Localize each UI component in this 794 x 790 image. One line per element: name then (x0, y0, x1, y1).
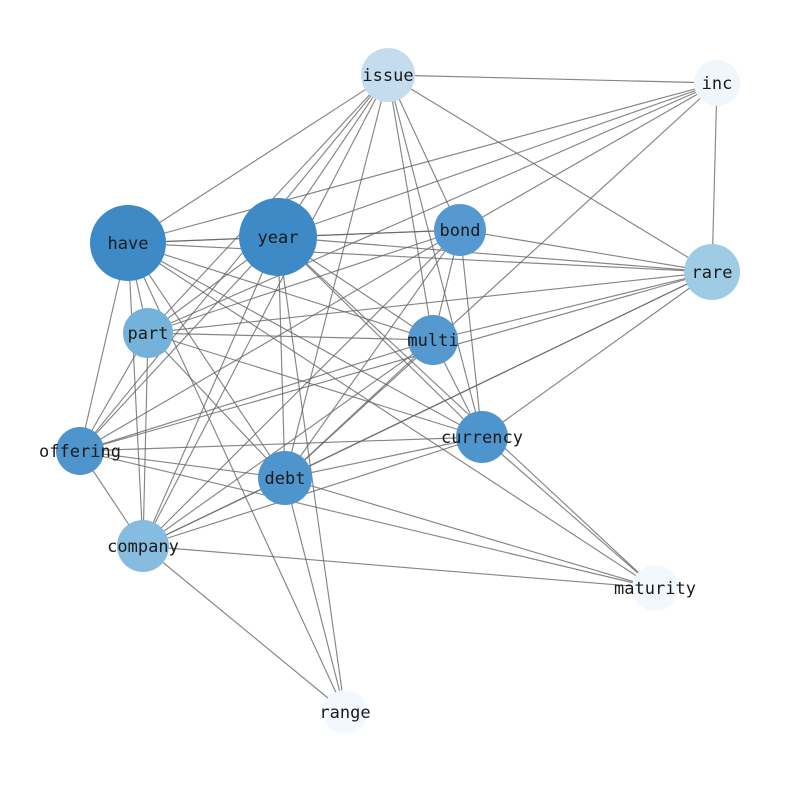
node-company[interactable] (117, 520, 169, 572)
node-multi[interactable] (408, 315, 458, 365)
edge-rare-offering (79, 271, 713, 452)
node-year[interactable] (239, 198, 317, 276)
edge-issue-offering (79, 74, 389, 452)
edge-debt-maturity (284, 477, 656, 589)
edge-have-company (127, 242, 144, 547)
edge-year-debt (277, 236, 286, 479)
edge-issue-bond (387, 74, 461, 231)
edge-part-currency (147, 332, 483, 438)
node-label-rare: rare (692, 263, 733, 283)
node-maturity[interactable] (632, 565, 678, 611)
node-label-bond: bond (440, 221, 481, 241)
node-inc[interactable] (694, 60, 740, 106)
edge-year-currency (277, 236, 483, 438)
edge-rare-multi (432, 271, 713, 341)
node-label-have: have (108, 234, 149, 254)
edge-company-range (142, 545, 346, 713)
node-label-debt: debt (265, 469, 306, 489)
edge-part-company (142, 332, 149, 547)
edge-part-multi (147, 332, 434, 341)
edge-inc-rare (711, 82, 718, 273)
edge-issue-rare (387, 74, 713, 273)
edge-have-multi (127, 242, 434, 341)
edges-layer (79, 74, 718, 713)
node-label-inc: inc (702, 74, 733, 94)
node-label-company: company (107, 537, 179, 557)
edge-inc-year (277, 82, 718, 238)
edge-have-currency (127, 242, 483, 438)
edge-year-rare (277, 236, 713, 273)
edge-year-offering (79, 236, 279, 452)
edge-bond-debt (284, 229, 461, 479)
node-debt[interactable] (258, 451, 312, 505)
edge-inc-have (127, 82, 718, 244)
edge-bond-part (147, 229, 461, 334)
edge-multi-debt (284, 339, 434, 479)
node-range[interactable] (323, 690, 367, 734)
edge-inc-bond (459, 82, 718, 231)
edge-issue-multi (387, 74, 434, 341)
edge-issue-company (142, 74, 389, 547)
edge-offering-debt (79, 450, 286, 479)
edge-year-company (142, 236, 279, 547)
edge-bond-currency (459, 229, 483, 438)
edge-bond-offering (79, 229, 461, 452)
edge-part-debt (147, 332, 286, 479)
node-label-issue: issue (362, 66, 413, 86)
edge-currency-company (142, 436, 483, 547)
edge-currency-maturity (481, 436, 656, 589)
nodes-layer (56, 48, 740, 734)
edge-company-maturity (142, 545, 656, 589)
node-rare[interactable] (684, 244, 740, 300)
node-labels-layer: issue inc have year bond rare part multi currenc… (39, 66, 732, 723)
node-issue[interactable] (361, 48, 415, 102)
edge-offering-maturity (79, 450, 656, 589)
edge-currency-debt (284, 436, 483, 479)
node-label-maturity: maturity (614, 579, 696, 599)
edge-currency-offering (79, 436, 483, 452)
edge-bond-rare (459, 229, 713, 273)
node-part[interactable] (123, 308, 173, 358)
node-bond[interactable] (434, 204, 486, 256)
node-currency[interactable] (456, 411, 508, 463)
edge-have-maturity (127, 242, 656, 589)
edge-issue-have (127, 74, 389, 244)
edge-multi-offering (79, 339, 434, 452)
node-label-currency: currency (441, 428, 523, 448)
node-label-year: year (258, 228, 299, 248)
node-offering[interactable] (56, 427, 104, 475)
edge-multi-company (142, 339, 434, 547)
edge-debt-range (284, 477, 346, 713)
edge-inc-debt (284, 82, 718, 479)
edge-rare-currency (481, 271, 713, 438)
edge-inc-part (147, 82, 718, 334)
node-have[interactable] (90, 205, 166, 281)
edge-have-debt (127, 242, 286, 479)
node-label-offering: offering (39, 442, 121, 462)
edge-issue-inc (387, 74, 718, 84)
node-label-part: part (128, 324, 169, 344)
edge-rare-part (147, 271, 713, 334)
edge-have-rare (127, 242, 713, 273)
node-label-range: range (319, 703, 370, 723)
edge-year-maturity (277, 236, 656, 589)
edge-issue-currency (387, 74, 483, 438)
node-label-multi: multi (407, 331, 458, 351)
